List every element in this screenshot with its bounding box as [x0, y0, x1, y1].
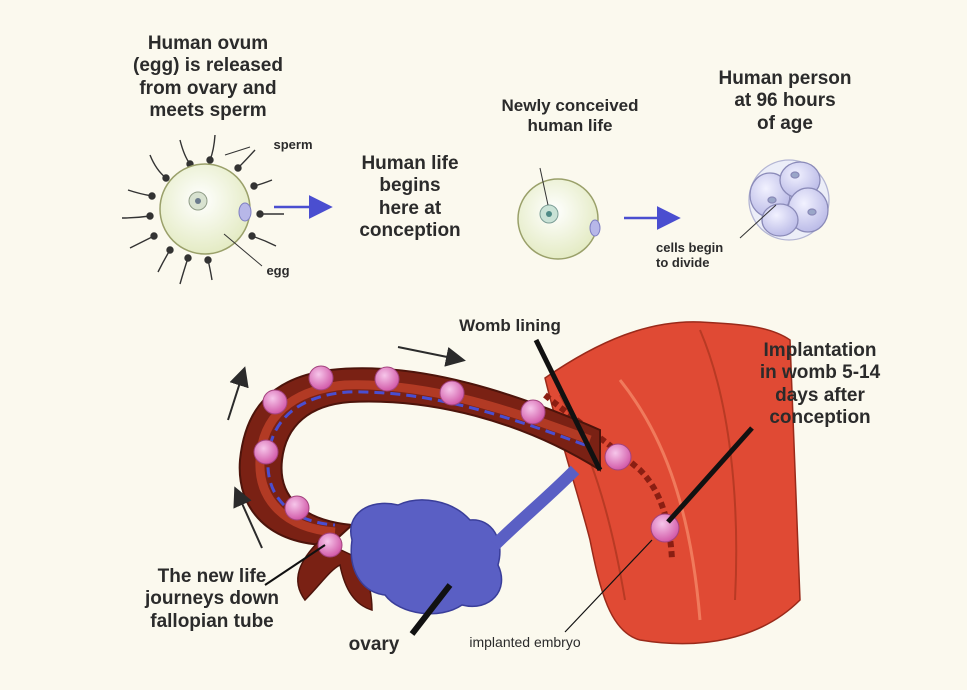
label-new-life-journeys: The new life journeys down fallopian tub… — [128, 566, 296, 633]
implanted-embryo-mark — [651, 514, 679, 542]
label-newly-conceived: Newly conceived human life — [470, 96, 670, 136]
dividing-cells — [740, 160, 829, 240]
egg-with-sperm — [122, 135, 284, 284]
label-life-begins: Human life begins here at conception — [340, 153, 480, 243]
label-person-96h: Human person at 96 hours of age — [690, 68, 880, 135]
label-ovum-released: Human ovum (egg) is released from ovary … — [118, 33, 298, 123]
conceived-egg — [518, 168, 600, 259]
label-implantation: Implantation in womb 5-14 days after con… — [730, 340, 910, 430]
sperm-entry — [239, 203, 251, 221]
egg-cell — [160, 164, 250, 254]
label-cells-divide: cells begin to divide — [656, 240, 756, 271]
label-egg: egg — [250, 263, 306, 278]
label-sperm: sperm — [258, 137, 328, 152]
sperm-pointer — [225, 147, 250, 155]
egg-pointer — [224, 234, 262, 266]
label-implanted-embryo: implanted embryo — [440, 634, 610, 651]
label-womb-lining: Womb lining — [420, 316, 600, 336]
ovary-shape — [351, 470, 575, 614]
label-ovary: ovary — [334, 634, 414, 656]
